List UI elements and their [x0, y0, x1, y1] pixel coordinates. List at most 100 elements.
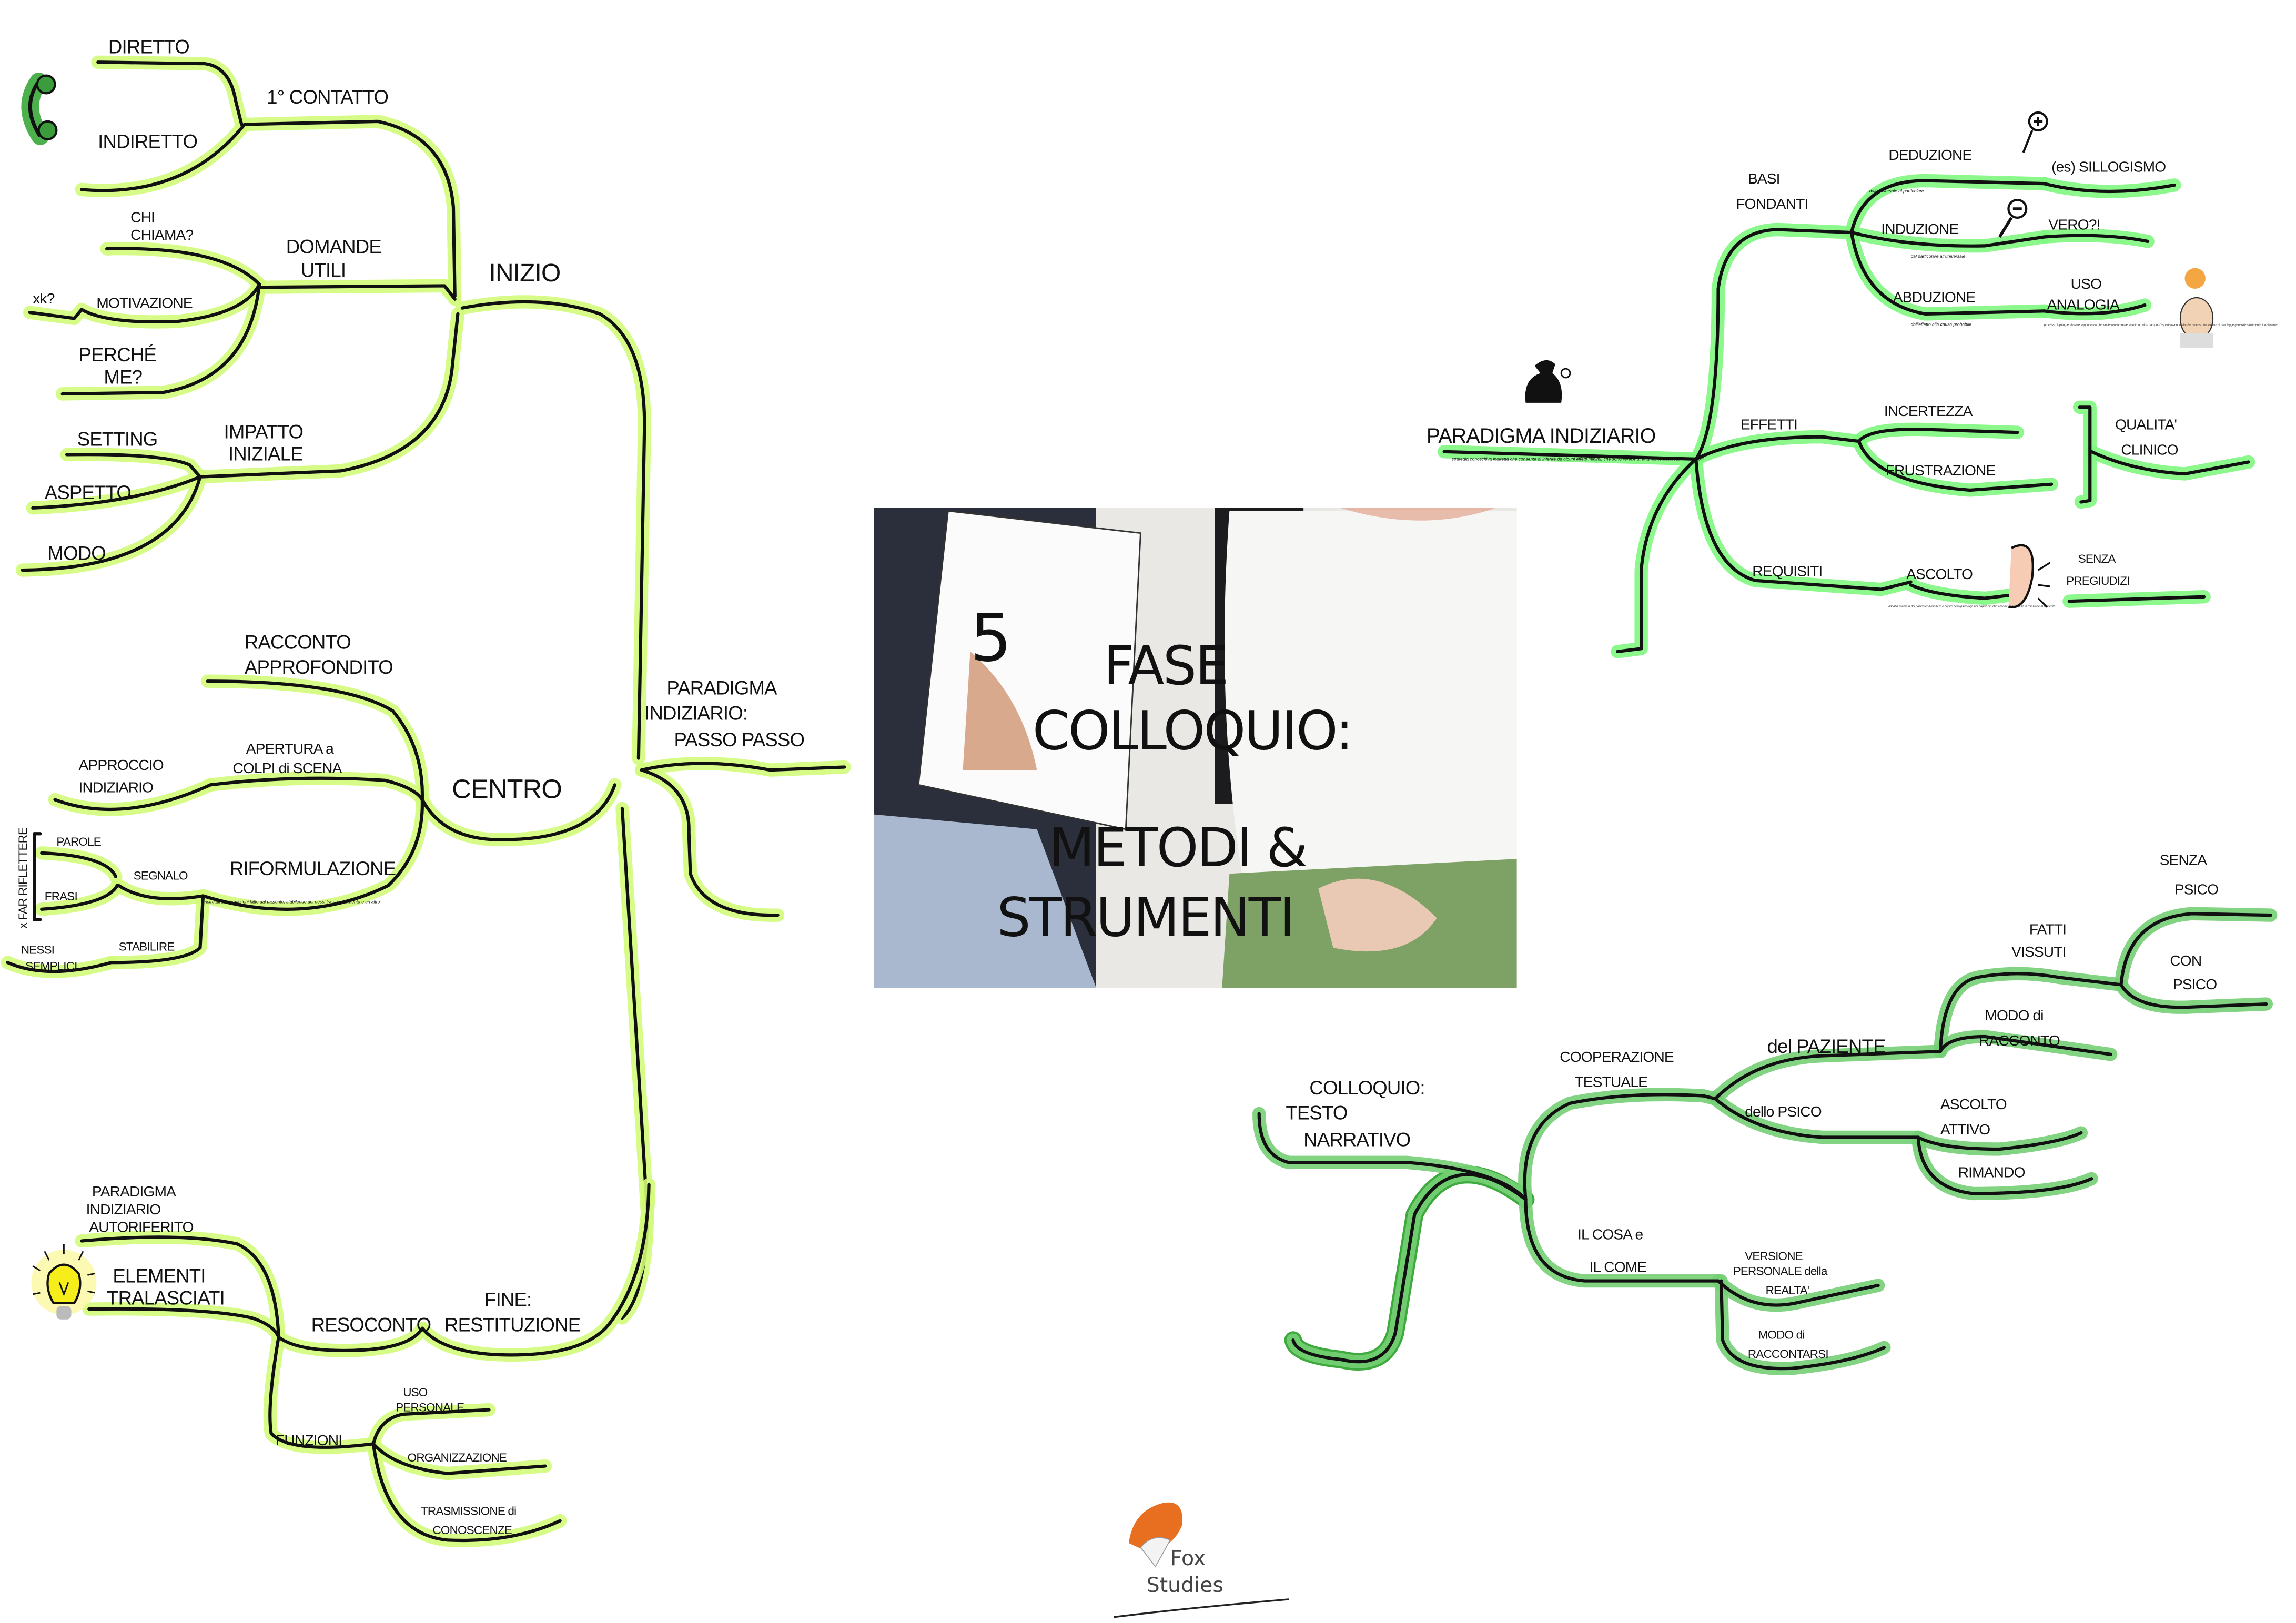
title-number: 5	[970, 601, 1010, 676]
logo-studies: Studies	[1147, 1573, 1223, 1597]
label-colloquio: COLLOQUIO:	[1309, 1077, 1424, 1099]
link-con-psico	[2119, 983, 2268, 1009]
link-apertura	[209, 776, 424, 802]
label-primo-contatto: 1° CONTATTO	[267, 86, 388, 108]
link-approccio	[53, 783, 213, 812]
label-autorif-paradigma: PARADIGMA	[92, 1183, 176, 1200]
label-realta: REALTA'	[1766, 1284, 1809, 1297]
label-deduzione: DEDUZIONE	[1888, 147, 1971, 163]
label-conoscenze: CONOSCENZE	[433, 1524, 512, 1537]
label-funzioni: FUNZIONI	[276, 1432, 342, 1448]
label-racconto: RACCONTO	[245, 631, 351, 653]
ear-icon	[2008, 544, 2051, 608]
title-photo	[874, 508, 1517, 988]
label-analogia: ANALOGIA	[2047, 296, 2120, 312]
link-perche-me	[60, 282, 261, 396]
label-clinico: CLINICO	[2121, 441, 2178, 458]
label-fondanti: FONDANTI	[1736, 196, 1808, 212]
label-colpi-scena: COLPI di SCENA	[232, 760, 342, 776]
label-racconto: RACCONTO	[1979, 1032, 2060, 1049]
link-sillogismo	[2042, 182, 2176, 194]
link-setting	[65, 453, 202, 479]
link-parole	[40, 851, 118, 878]
link-incertezza	[1857, 428, 2019, 443]
label-induzione: INDUZIONE	[1881, 221, 1958, 237]
link-paziente	[1713, 1050, 1942, 1101]
label-del-paziente: del PAZIENTE	[1767, 1036, 1885, 1057]
fox-studies-logo	[1114, 1502, 1289, 1618]
label-testuale: TESTUALE	[1574, 1074, 1647, 1090]
link-senza-psico	[2119, 912, 2272, 987]
link-ascolto-attivo	[1916, 1131, 2083, 1151]
link-psico	[1713, 1097, 1920, 1139]
logo-fox: Fox	[1170, 1546, 1206, 1570]
link-motivazione	[28, 282, 261, 324]
label-indiziario: INDIZIARIO	[79, 779, 154, 795]
label-tralasciati: TRALASCIATI	[107, 1287, 225, 1309]
link-cooperazione	[1523, 1093, 1717, 1201]
link-requisiti	[1694, 457, 1913, 591]
link-qualita	[2089, 450, 2250, 476]
label-riformulazione: RIFORMULAZIONE	[230, 858, 396, 879]
label-domande: DOMANDE	[286, 236, 381, 257]
label-iniziale: INIZIALE	[228, 443, 303, 465]
link-domande-utili	[257, 284, 457, 301]
label-inizio: INIZIO	[489, 259, 561, 287]
label-raccontarsi-modo: MODO di	[1758, 1328, 1805, 1341]
title-metodi: METODI &	[1049, 817, 1307, 879]
label-abduzione: ABDUZIONE	[1893, 289, 1976, 305]
label-autorif-indiziario: INDIZIARIO	[86, 1201, 161, 1218]
exploding-head-icon	[2179, 268, 2214, 348]
title-fase: FASE	[1104, 635, 1227, 697]
label-impatto: IMPATTO	[224, 421, 304, 442]
link-basi	[1694, 228, 1854, 461]
bracket-far-riflettere	[33, 832, 42, 921]
link-raccontarsi	[1720, 1279, 1886, 1371]
label-il-come: IL COME	[1590, 1259, 1647, 1275]
label-indiretto: INDIRETTO	[98, 131, 197, 153]
label-diretto: DIRETTO	[108, 36, 189, 57]
phone-icon	[21, 72, 58, 145]
label-ascolto: ASCOLTO	[1906, 566, 1973, 582]
detective-icon	[1525, 360, 1571, 403]
link-aspetto	[31, 475, 202, 510]
link-fatti-vissuti	[1938, 972, 2123, 1053]
label-trasmissione: TRASMISSIONE di	[421, 1504, 516, 1517]
link-funzioni	[268, 1335, 375, 1449]
label-attivo: ATTIVO	[1940, 1121, 1990, 1138]
link-versione	[1716, 1279, 1880, 1307]
label-personale: PERSONALE	[396, 1401, 464, 1414]
branch-fine	[75, 1178, 656, 1547]
label-autoriferito: AUTORIFERITO	[89, 1219, 193, 1235]
link-modo-racconto	[1938, 1034, 2112, 1056]
link-senza-pregiudizi	[2067, 595, 2206, 603]
label-rimando: RIMANDO	[1958, 1164, 2025, 1180]
link-paradigma	[1442, 450, 1698, 461]
label-semplici: SEMPLICI	[25, 959, 77, 972]
bracket-qualita	[2078, 405, 2092, 504]
link-frasi	[40, 884, 119, 911]
link-autoriferito	[80, 1235, 280, 1339]
note-analogia: processo logico per il quale supponiamo …	[2044, 323, 2278, 327]
label-incertezza: INCERTEZZA	[1884, 403, 1973, 419]
link-primo-contatto-highlight	[238, 115, 462, 303]
link-induzione	[1849, 230, 2046, 248]
note-paradigma: strategia conoscitiva indiretta che cons…	[1452, 457, 1704, 462]
link-racconto	[206, 679, 424, 802]
link-inizio	[460, 300, 646, 760]
label-resoconto: RESOCONTO	[311, 1314, 431, 1335]
link-segnalo	[117, 884, 205, 900]
magnifier-minus-icon	[1998, 199, 2028, 238]
label-far-riflettere: x FAR RIFLETTERE	[16, 827, 29, 928]
label-fine: FINE:	[484, 1289, 531, 1310]
label-fatti: FATTI	[2029, 921, 2066, 938]
link-rimando	[1916, 1135, 2093, 1195]
label-chiama: CHIAMA?	[130, 227, 193, 243]
label-frasi: FRASI	[45, 890, 77, 903]
link-impatto	[198, 312, 460, 479]
label-senza: SENZA	[2160, 851, 2208, 868]
label-motivazione: MOTIVAZIONE	[96, 295, 193, 311]
label-perche: PERCHÉ	[79, 344, 156, 366]
label-parole: PAROLE	[56, 835, 101, 848]
label-segnalo: SEGNALO	[134, 869, 188, 882]
